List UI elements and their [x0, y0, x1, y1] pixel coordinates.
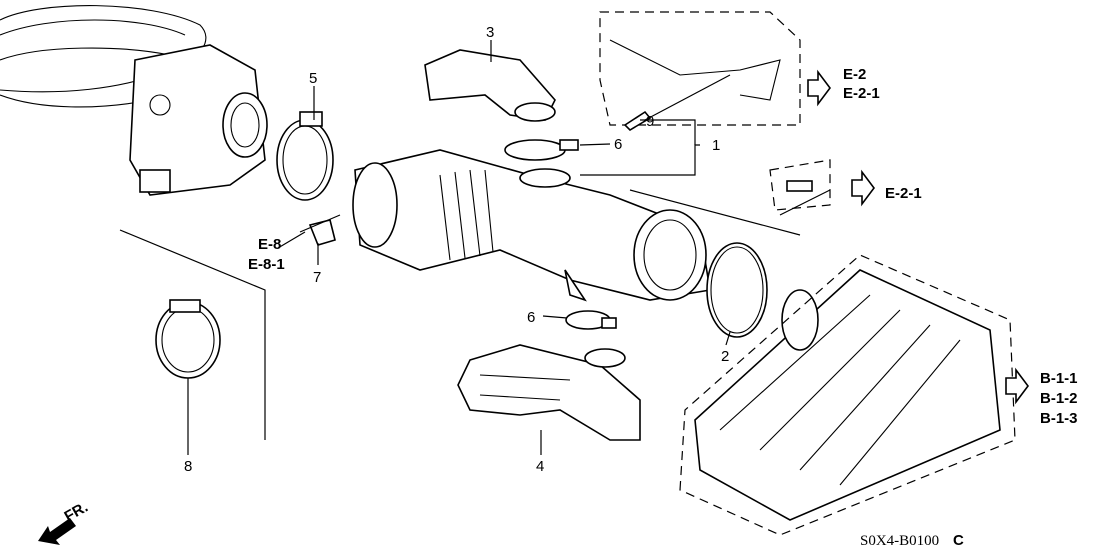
sensor-7-drawing: [308, 219, 336, 246]
divider-line: [119, 229, 266, 440]
callout-7: 7: [313, 269, 321, 286]
callout-6-lower: 6: [527, 309, 535, 326]
hose-pipe-drawing: [769, 159, 831, 211]
clamp-5-drawing: [276, 111, 334, 201]
intake-duct-drawing: [352, 149, 711, 302]
clamp-6-upper-drawing: [504, 139, 579, 161]
front-direction-indicator: FR.: [38, 499, 91, 545]
seal-ring-2-drawing: [706, 242, 768, 338]
ref-e-8-1[interactable]: E-8-1: [248, 256, 285, 273]
callout-5: 5: [309, 70, 317, 87]
ref-e-8[interactable]: E-8: [258, 236, 281, 253]
clamp-6-lower-drawing: [565, 310, 617, 330]
ref-b-1-1[interactable]: B-1-1: [1040, 370, 1078, 387]
ref-e-2-1-upper[interactable]: E-2-1: [843, 85, 880, 102]
ref-b-1-2[interactable]: B-1-2: [1040, 390, 1078, 407]
ref-e-2-1[interactable]: E-2-1: [885, 185, 922, 202]
arrow-right-icon: [807, 69, 831, 107]
clamp-8-drawing: [155, 299, 221, 379]
callout-8: 8: [184, 458, 192, 475]
callout-1: 1: [712, 137, 720, 154]
throttle-body-drawing: [129, 44, 268, 196]
callout-6-upper: 6: [614, 136, 622, 153]
callout-9: 9: [646, 113, 654, 130]
diagram-code: S0X4-B0100: [860, 533, 939, 549]
callout-3: 3: [486, 24, 494, 41]
arrow-right-icon: [851, 169, 875, 207]
breather-hose-drawing: [599, 11, 801, 132]
leader-lines: [187, 40, 831, 455]
resonator-3-drawing: [424, 49, 556, 122]
callout-4: 4: [536, 458, 544, 475]
air-cleaner-cover-drawing: [679, 254, 1016, 536]
ref-e-2[interactable]: E-2: [843, 66, 866, 83]
callout-2: 2: [721, 348, 729, 365]
ref-b-1-3[interactable]: B-1-3: [1040, 410, 1078, 427]
front-arrow-icon: [38, 518, 76, 545]
arrow-right-icon: [1005, 367, 1029, 405]
diagram-revision: C: [953, 532, 964, 549]
resonator-4-drawing: [457, 344, 641, 441]
